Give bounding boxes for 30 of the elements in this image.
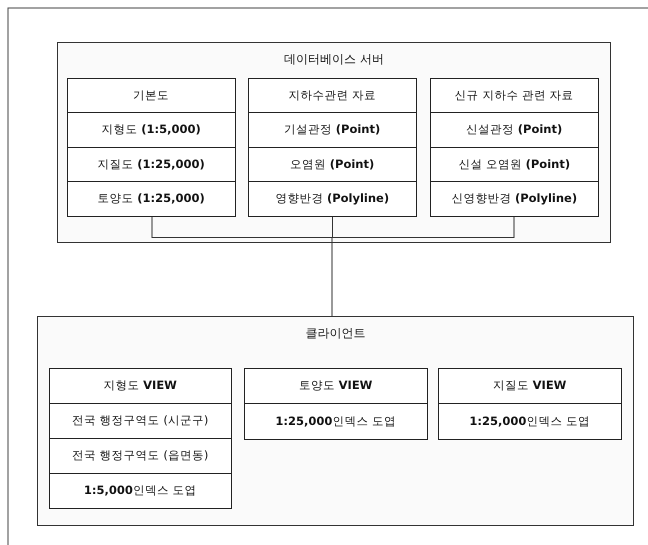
data-table: [438, 368, 622, 440]
table-cell: 지질도 (1:25,000): [68, 146, 235, 182]
table-cell: 1:5,000인덱스 도엽: [50, 472, 231, 508]
table-header: 지형도 VIEW: [102, 377, 178, 394]
table-cell: 신영향반경 (Polyline): [430, 181, 598, 216]
data-table: [244, 368, 428, 440]
data-table: [430, 78, 599, 217]
table-cell: 영향반경 (Polyline): [248, 181, 416, 216]
table-cell: 기설관정 (Point): [248, 112, 416, 147]
panel-title: 클라이언트: [306, 326, 366, 340]
group-panel: [57, 42, 611, 243]
panel-title: 데이터베이스 서버: [284, 52, 384, 66]
table-cell: 전국 행정구역도 (시군구): [50, 402, 231, 438]
table-cell: 오염원 (Point): [248, 146, 416, 182]
table-header: 지하수관련 자료: [287, 86, 378, 104]
table-cell: 1:25,000인덱스 도엽: [438, 403, 621, 439]
table-header: 신규 지하수 관련 자료: [454, 86, 575, 104]
data-table: [66, 78, 236, 217]
data-table: [248, 78, 417, 217]
table-cell: 1:25,000인덱스 도엽: [244, 403, 427, 439]
group-panel: [37, 316, 634, 526]
table-header: 기본도: [132, 86, 170, 104]
table-cell: 토양도 (1:25,000): [68, 181, 235, 216]
table-cell: 지형도 (1:5,000): [68, 112, 235, 147]
table-header: 토양도 VIEW: [298, 377, 374, 394]
table-cell: 전국 행정구역도 (읍면동): [50, 438, 231, 473]
table-cell: 신설관정 (Point): [430, 112, 598, 147]
table-cell: 신설 오염원 (Point): [430, 146, 598, 182]
data-table: [48, 368, 232, 509]
table-header: 지질도 VIEW: [492, 377, 568, 394]
